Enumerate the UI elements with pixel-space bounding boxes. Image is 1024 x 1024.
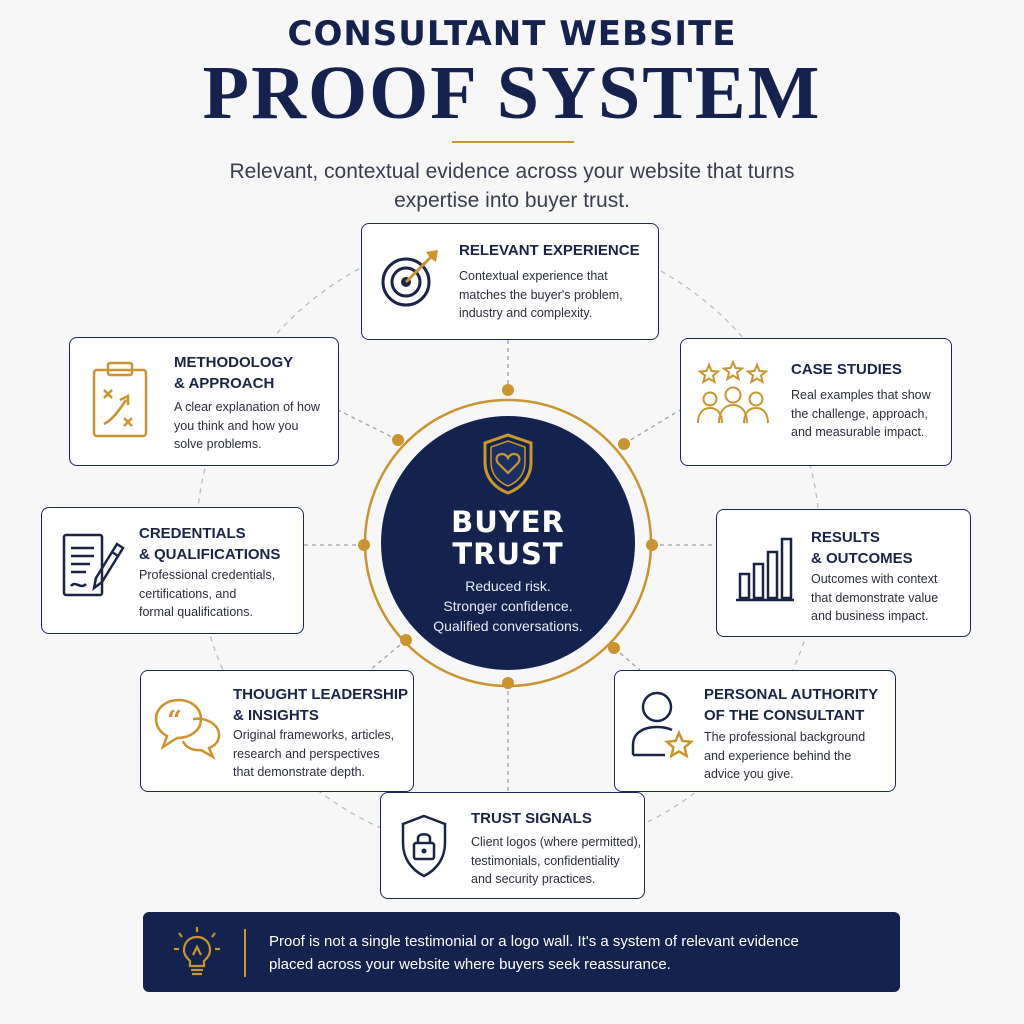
card-title: METHODOLOGY & APPROACH <box>174 354 294 392</box>
buyer-trust-hub: BUYER TRUST Reduced risk. Stronger confi… <box>381 416 635 670</box>
page-title: PROOF SYSTEM <box>202 51 822 135</box>
svg-text:“: “ <box>167 706 182 736</box>
connector-bottom-left <box>369 639 407 671</box>
shield-heart-icon <box>483 433 533 495</box>
card-title: TRUST SIGNALS <box>471 810 592 827</box>
kicker-heading: CONSULTANT WEBSITE <box>287 14 737 54</box>
card-description: Real examples that show the challenge, a… <box>791 388 931 439</box>
hub-benefits: Reduced risk. Stronger confidence. Quali… <box>433 578 583 634</box>
card-title: CASE STUDIES <box>791 361 902 378</box>
card-thought-leadership: “ THOUGHT LEADERSHIP & INSIGHTS Original… <box>140 670 414 792</box>
person-star-icon <box>631 691 695 759</box>
card-description: Professional credentials, certifications… <box>139 568 276 619</box>
connector-top-right <box>623 409 681 445</box>
card-description: The professional background and experien… <box>704 730 866 781</box>
people-stars-icon <box>697 359 769 424</box>
card-title: RESULTS & OUTCOMES <box>811 529 913 567</box>
card-title: THOUGHT LEADERSHIP & INSIGHTS <box>233 686 409 724</box>
page-subtitle: Relevant, contextual evidence across you… <box>229 160 795 212</box>
card-description: Original frameworks, articles, research … <box>233 728 395 779</box>
card-credentials: CREDENTIALS & QUALIFICATIONS Professiona… <box>41 507 304 634</box>
card-relevant-experience: RELEVANT EXPERIENCE Contextual experienc… <box>361 223 659 340</box>
card-description: Client logos (where permitted), testimon… <box>471 835 642 886</box>
card-personal-authority: PERSONAL AUTHORITY OF THE CONSULTANT The… <box>614 670 896 792</box>
card-methodology: METHODOLOGY & APPROACH A clear explanati… <box>69 337 339 466</box>
banner-divider <box>244 929 246 977</box>
connector-bottom-right <box>613 647 641 671</box>
card-title: PERSONAL AUTHORITY OF THE CONSULTANT <box>704 686 879 724</box>
ring-dot-right <box>646 539 658 551</box>
ring-dot-top-left <box>392 434 404 446</box>
banner-text: Proof is not a single testimonial or a l… <box>269 933 799 973</box>
lightbulb-icon <box>174 927 220 976</box>
document-pen-icon <box>62 533 125 597</box>
ring-dot-bottom <box>502 677 514 689</box>
clipboard-strategy-icon <box>92 361 148 438</box>
shield-lock-icon <box>401 814 447 878</box>
card-description: Outcomes with context that demonstrate v… <box>811 572 939 623</box>
summary-banner: Proof is not a single testimonial or a l… <box>143 912 900 992</box>
card-case-studies: CASE STUDIES Real examples that show the… <box>680 338 952 466</box>
card-description: Contextual experience that matches the b… <box>459 269 623 320</box>
ring-dot-top-right <box>618 438 630 450</box>
card-title: CREDENTIALS & QUALIFICATIONS <box>139 525 281 563</box>
card-description: A clear explanation of how you think and… <box>174 400 320 451</box>
hub-title: BUYER TRUST <box>451 505 565 571</box>
ring-dot-top <box>502 384 514 396</box>
bar-chart-icon <box>736 537 794 602</box>
card-results-outcomes: RESULTS & OUTCOMES Outcomes with context… <box>716 509 971 637</box>
target-arrow-icon <box>381 250 438 307</box>
title-underline <box>452 141 574 143</box>
ring-dot-left <box>358 539 370 551</box>
ring-dot-bottom-right <box>608 642 620 654</box>
card-title: RELEVANT EXPERIENCE <box>459 242 640 259</box>
ring-dot-bottom-left <box>400 634 412 646</box>
quote-bubbles-icon: “ <box>154 698 221 761</box>
connector-top-left <box>337 409 399 441</box>
card-trust-signals: TRUST SIGNALS Client logos (where permit… <box>380 792 645 899</box>
